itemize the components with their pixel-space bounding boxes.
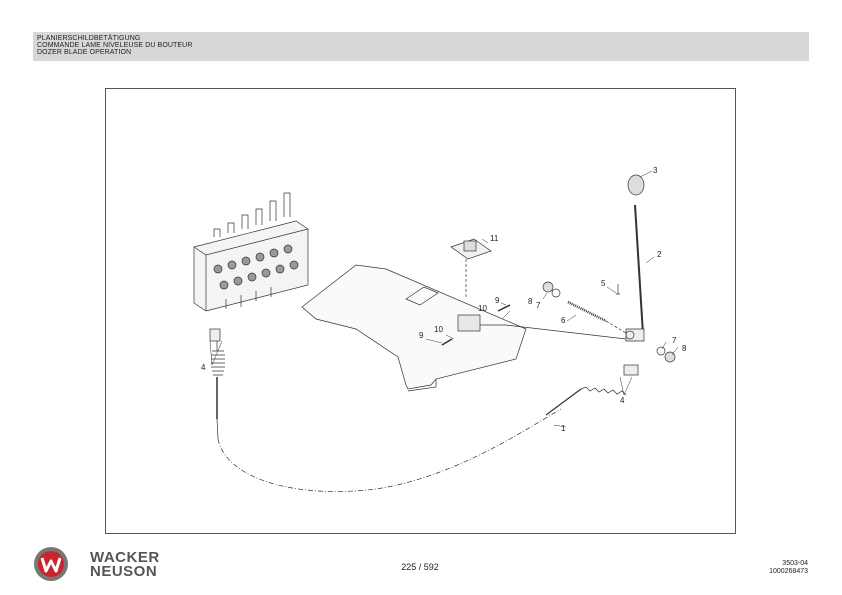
callout-8-right: 8 bbox=[682, 344, 687, 353]
callout-8-left: 8 bbox=[528, 297, 533, 306]
callout-7-left: 7 bbox=[536, 301, 541, 310]
callout-10-left: 10 bbox=[434, 325, 443, 334]
callout-10-right: 10 bbox=[478, 304, 487, 313]
title-german: PLANIERSCHILDBETÄTIGUNG bbox=[37, 35, 141, 42]
callout-11: 11 bbox=[490, 234, 499, 243]
bracket-part-11 bbox=[450, 238, 492, 299]
brand-wordmark: WACKER NEUSON bbox=[90, 549, 160, 580]
exploded-parts-diagram: 1 2 3 4 4 5 6 7 7 8 8 9 9 10 10 11 bbox=[193, 166, 687, 492]
cable-end-left bbox=[209, 328, 225, 440]
threaded-rod bbox=[567, 300, 607, 323]
callout-4-right: 4 bbox=[620, 396, 625, 405]
callout-6: 6 bbox=[561, 316, 566, 325]
doc-number: 1000268473 bbox=[769, 568, 808, 575]
callout-9-right: 9 bbox=[495, 296, 500, 305]
callout-2: 2 bbox=[657, 250, 662, 259]
control-lever bbox=[625, 174, 645, 342]
page-number: 225 / 592 bbox=[401, 562, 439, 572]
callout-5: 5 bbox=[601, 279, 606, 288]
control-valve-block bbox=[193, 192, 309, 312]
floor-plate bbox=[301, 264, 527, 392]
title-french: COMMANDE LAME NIVELEUSE DU BOUTEUR bbox=[37, 42, 193, 49]
callout-7-right: 7 bbox=[672, 336, 677, 345]
callout-1: 1 bbox=[561, 424, 566, 433]
document-code: 3503-04 1000268473 bbox=[769, 560, 808, 576]
brand-line-1: WACKER bbox=[90, 549, 160, 566]
lever-mount bbox=[457, 314, 506, 332]
header-band: PLANIERSCHILDBETÄTIGUNG COMMANDE LAME NI… bbox=[33, 32, 809, 61]
callout-9-left: 9 bbox=[419, 331, 424, 340]
callout-4-left: 4 bbox=[201, 363, 206, 372]
diagram-frame: 1 2 3 4 4 5 6 7 7 8 8 9 9 10 10 11 bbox=[105, 88, 736, 534]
callout-3: 3 bbox=[653, 166, 658, 175]
wacker-neuson-logo-icon bbox=[34, 547, 68, 581]
doc-code: 3503-04 bbox=[782, 560, 808, 567]
title-english: DOZER BLADE OPERATION bbox=[37, 49, 132, 56]
brand-line-2: NEUSON bbox=[90, 563, 158, 580]
cable-end-right bbox=[545, 364, 639, 416]
